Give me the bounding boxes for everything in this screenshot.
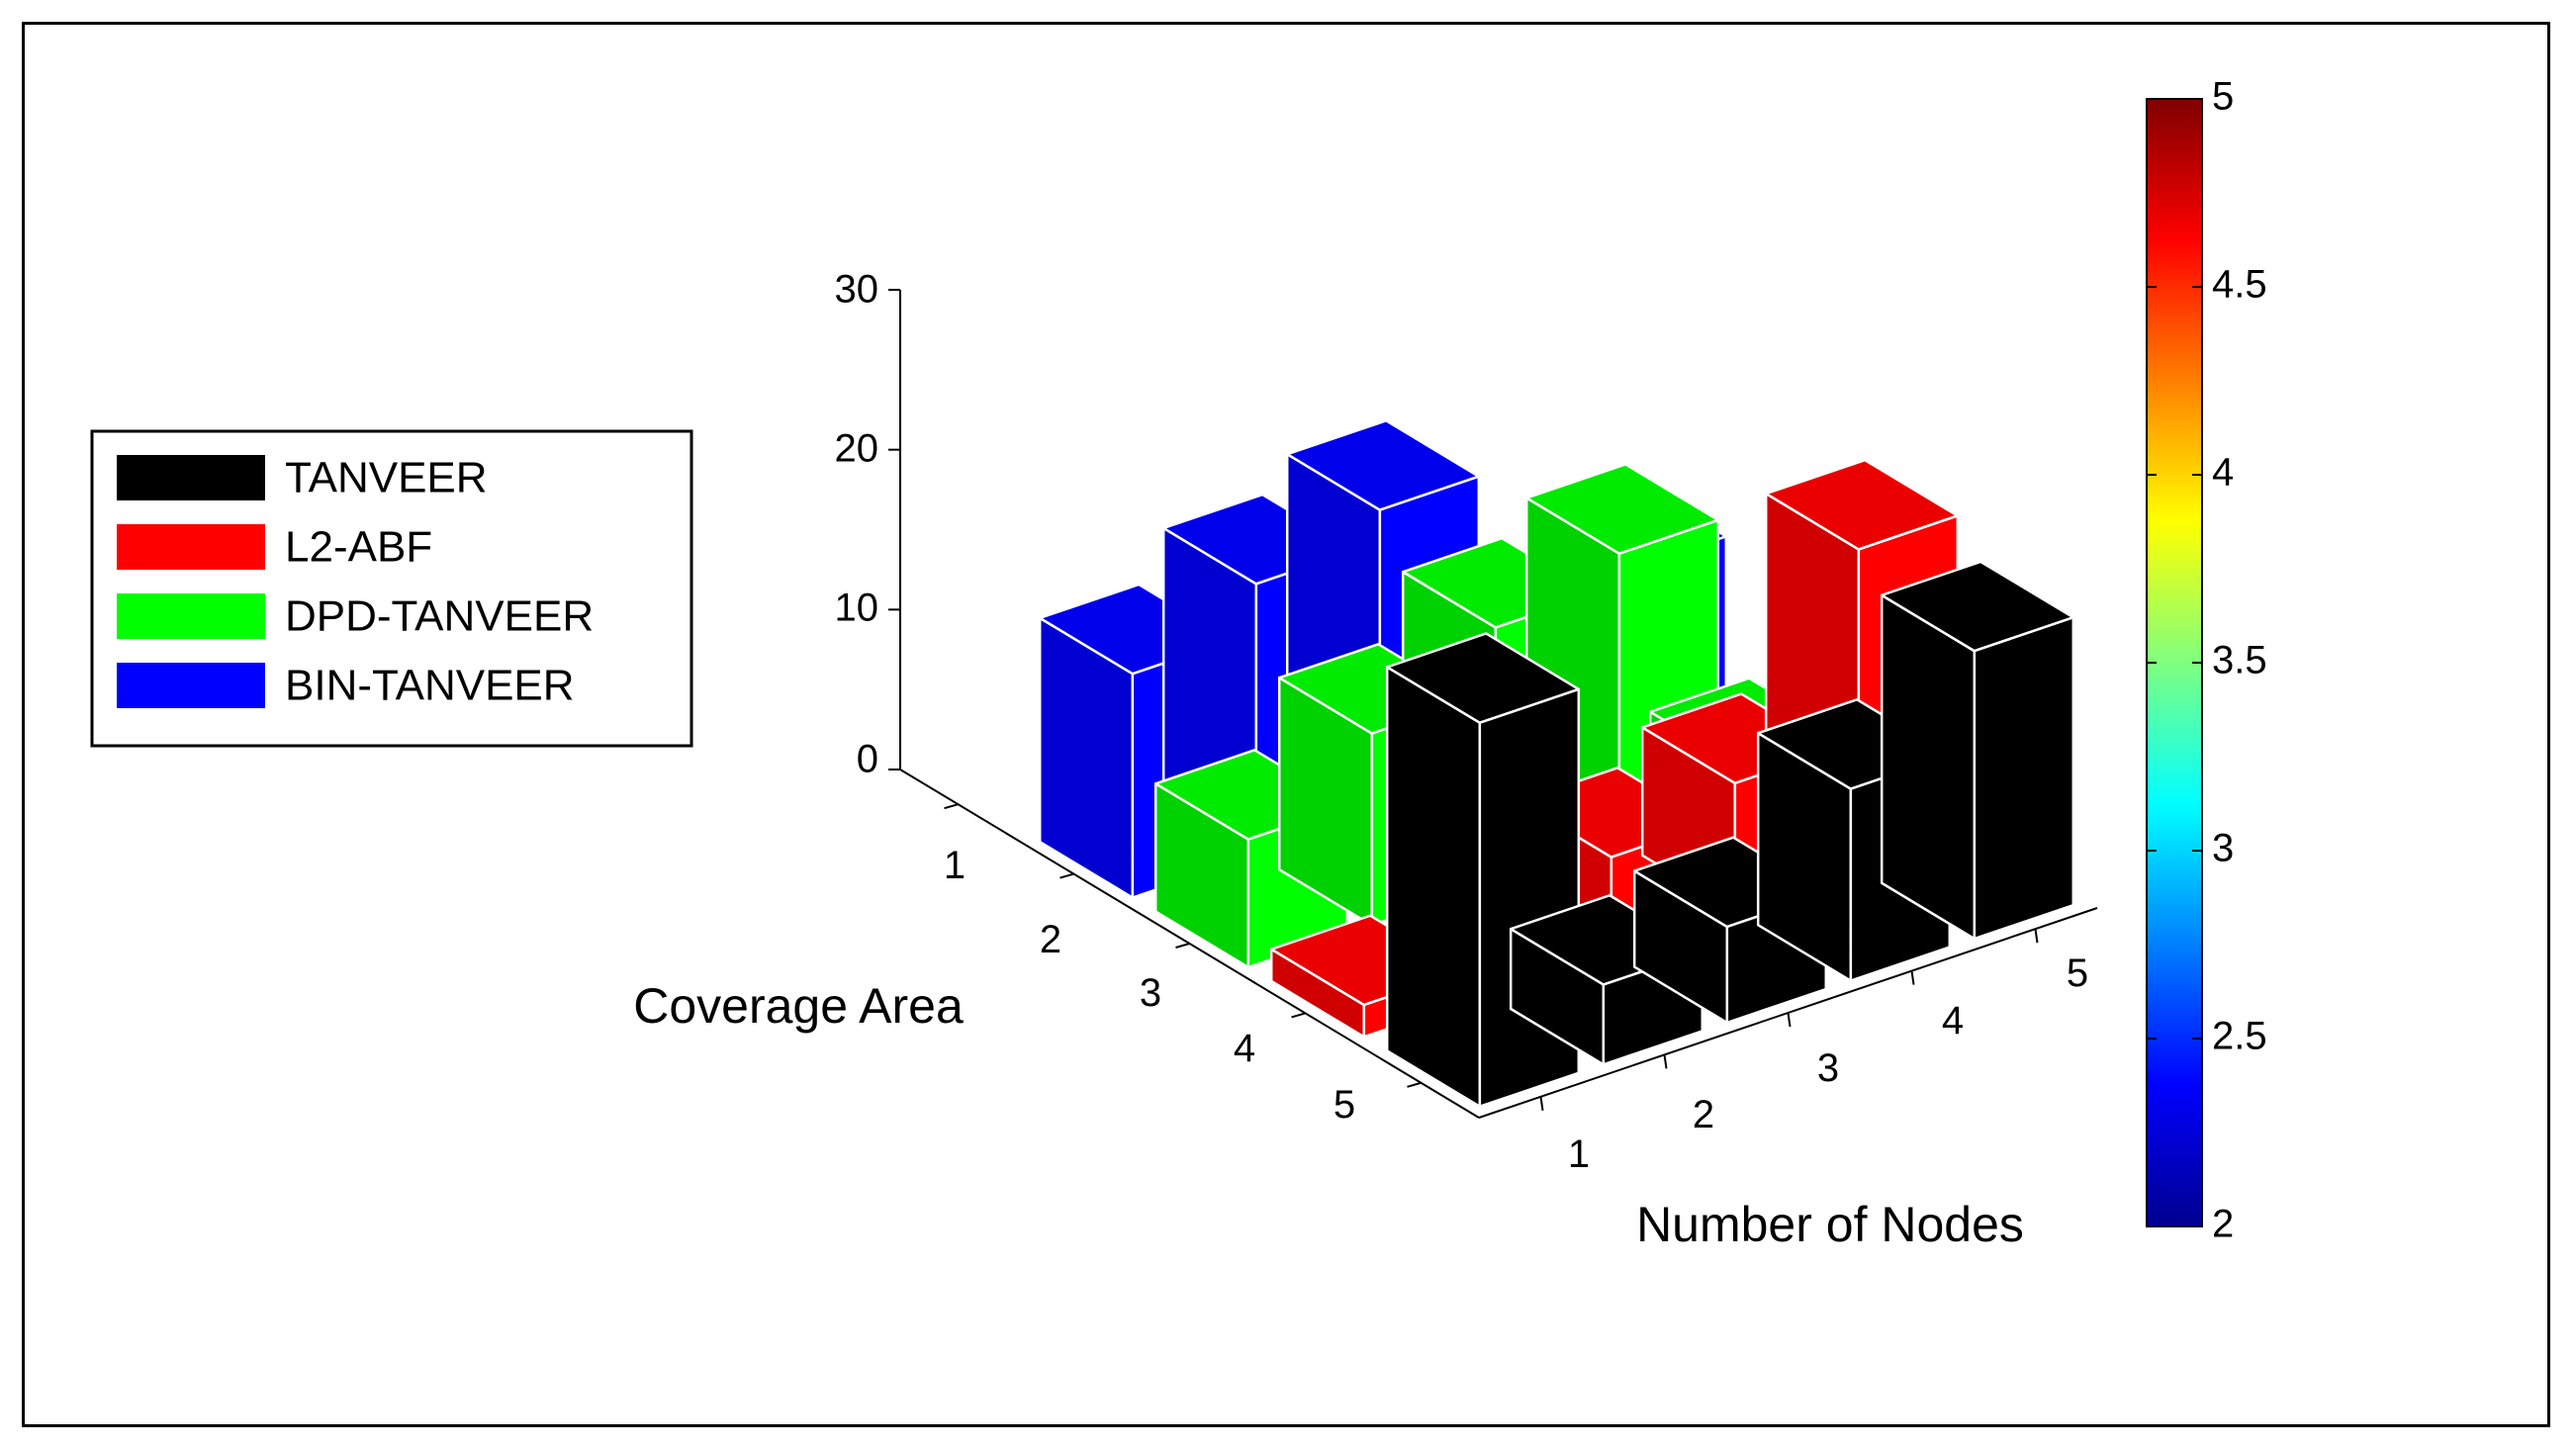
coverage-tick-mark: [1175, 943, 1190, 949]
colorbar-tick-label: 3: [2212, 827, 2234, 870]
legend-label: DPD-TANVEER: [285, 592, 594, 641]
bar-top-face: [1385, 632, 1581, 724]
nodes-tick-mark: [1910, 970, 1915, 985]
coverage-tick-mark: [1291, 1012, 1306, 1019]
coverage-tick-label: 1: [944, 844, 966, 887]
legend-swatch: [117, 593, 265, 639]
legend: TANVEER L2-ABF DPD-TANVEER BIN-TANVEER: [90, 429, 693, 748]
nodes-tick-mark: [1787, 1012, 1792, 1028]
coverage-area-tick-labels: 1 2 3 4 5: [944, 844, 1355, 1127]
bar-top-face: [1764, 458, 1960, 551]
coverage-tick-mark: [1059, 872, 1074, 879]
bar: [1385, 632, 1581, 1108]
colorbar-tick-label: 3.5: [2212, 639, 2267, 682]
coverage-tick-label: 2: [1040, 918, 1061, 961]
legend-swatch: [117, 524, 265, 570]
coverage-tick-label: 4: [1234, 1027, 1255, 1070]
bars-group: [1038, 419, 2075, 1108]
z-tick-label: 30: [835, 268, 879, 312]
bar-front-face: [1478, 687, 1581, 1108]
bar-side-face: [1385, 666, 1482, 1108]
bar-top-face: [1880, 560, 2075, 653]
z-tick-label: 10: [835, 587, 879, 630]
legend-items: TANVEER L2-ABF DPD-TANVEER BIN-TANVEER: [117, 454, 594, 710]
colorbar-tick-label: 2.5: [2212, 1015, 2267, 1058]
nodes-tick-label: 4: [1942, 999, 1964, 1042]
z-tick-label: 20: [835, 427, 879, 471]
coverage-tick-mark: [1407, 1081, 1422, 1088]
nodes-axis-label: Number of Nodes: [1636, 1197, 2024, 1252]
bar-side-face: [1880, 593, 1977, 941]
colorbar-tick-label: 2: [2212, 1203, 2234, 1246]
colorbar: 2 2.5 3 3.5 4 4.5 5: [2146, 75, 2267, 1246]
nodes-tick-labels: 1 2 3 4 5: [1568, 951, 2088, 1176]
nodes-tick-label: 2: [1693, 1093, 1714, 1136]
nodes-axis-line: [1478, 907, 2098, 1119]
nodes-tick-label: 3: [1817, 1046, 1839, 1090]
legend-label: BIN-TANVEER: [285, 662, 575, 710]
nodes-tick-label: 1: [1568, 1132, 1590, 1176]
bar-front-face: [1973, 615, 2075, 941]
colorbar-tick-label: 4: [2212, 451, 2234, 495]
nodes-tick-mark: [1663, 1054, 1668, 1069]
nodes-tick-label: 5: [2067, 951, 2088, 995]
colorbar-ticks: 2 2.5 3 3.5 4 4.5 5: [2147, 75, 2267, 1246]
coverage-area-axis-label: Coverage Area: [633, 978, 964, 1034]
colorbar-tick-label: 4.5: [2212, 263, 2267, 307]
coverage-tick-label: 5: [1334, 1083, 1355, 1127]
bar: [1880, 560, 2075, 941]
bar-top-face: [1285, 419, 1481, 511]
coverage-tick-label: 3: [1140, 971, 1161, 1015]
nodes-tick-mark: [2034, 929, 2039, 944]
z-tick-labels: 30 20 10 0: [835, 268, 879, 781]
coverage-tick-mark: [944, 803, 959, 810]
colorbar-tick-label: 5: [2212, 75, 2234, 119]
legend-label: TANVEER: [285, 454, 488, 502]
axis-ticks: [888, 289, 2039, 1111]
legend-swatch: [117, 663, 265, 708]
nodes-tick-mark: [1539, 1096, 1544, 1111]
legend-swatch: [117, 455, 265, 500]
legend-label: L2-ABF: [285, 523, 432, 572]
z-tick-label: 0: [857, 738, 878, 781]
bar-top-face: [1524, 463, 1720, 555]
